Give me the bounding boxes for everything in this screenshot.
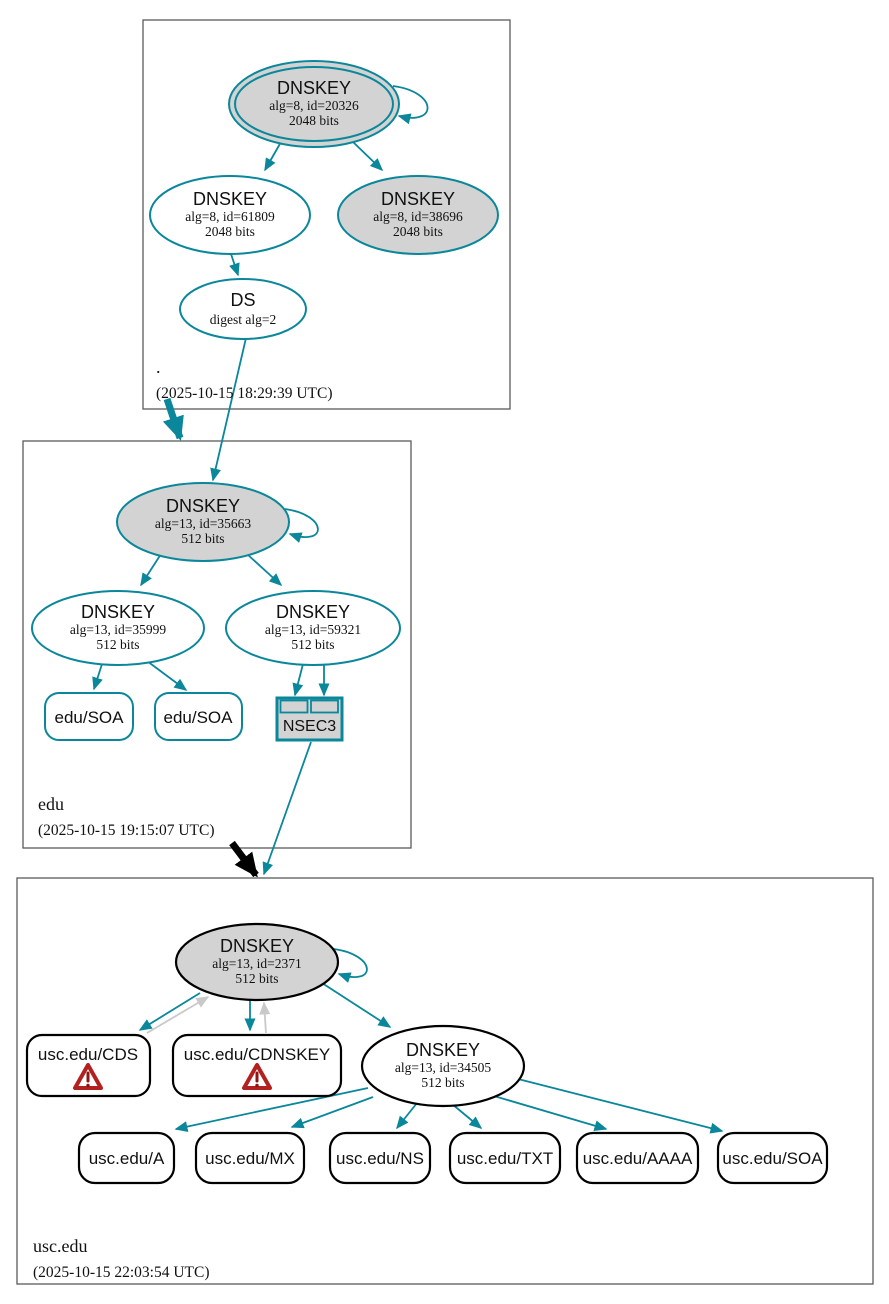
edge-edu-ksk-to-zsk2	[246, 553, 283, 587]
edge-uscedu-zsk-to-ns	[396, 1102, 418, 1130]
svg-text:usc.edu/CDNSKEY: usc.edu/CDNSKEY	[184, 1045, 330, 1064]
uscedu-ksk-node[interactable]: DNSKEY alg=13, id=2371 512 bits	[174, 922, 340, 1002]
svg-text:512 bits: 512 bits	[235, 971, 278, 986]
svg-text:alg=8, id=61809: alg=8, id=61809	[185, 209, 275, 224]
edge-uscedu-ksk-to-cds	[138, 992, 201, 1031]
zone-label-uscedu: usc.edu	[33, 1236, 87, 1256]
svg-text:2048 bits: 2048 bits	[205, 224, 255, 239]
svg-text:DNSKEY: DNSKEY	[276, 602, 350, 622]
edge-edu-zsk1-to-soa2	[146, 660, 188, 691]
uscedu-rrset-ns-node[interactable]: usc.edu/NS	[328, 1131, 432, 1185]
svg-text:alg=13, id=34505: alg=13, id=34505	[395, 1060, 491, 1075]
zone-box-uscedu	[16, 877, 874, 1285]
edge-edu-zsk1-to-soa1	[92, 663, 103, 691]
edge-uscedu-zsk-to-soa	[517, 1078, 724, 1134]
uscedu-cdnskey-node[interactable]: usc.edu/CDNSKEY	[171, 1033, 343, 1098]
zone-box-root	[142, 19, 511, 410]
edu-ksk-self-loop-icon	[284, 508, 319, 543]
svg-text:2048 bits: 2048 bits	[393, 224, 443, 239]
uscedu-rrset-aaaa-node[interactable]: usc.edu/AAAA	[575, 1131, 700, 1185]
uscedu-cds-node[interactable]: usc.edu/CDS	[25, 1033, 152, 1098]
edu-soa2-node[interactable]: edu/SOA	[154, 692, 243, 741]
svg-text:2048 bits: 2048 bits	[289, 113, 339, 128]
svg-text:NSEC3: NSEC3	[283, 718, 336, 735]
svg-text:alg=13, id=35999: alg=13, id=35999	[70, 622, 166, 637]
svg-text:DNSKEY: DNSKEY	[406, 1040, 480, 1060]
svg-text:alg=13, id=2371: alg=13, id=2371	[212, 956, 301, 971]
zone-label-root: .	[156, 357, 161, 377]
edge-uscedu-zsk-to-a	[174, 1087, 369, 1132]
svg-text:usc.edu/TXT: usc.edu/TXT	[457, 1149, 553, 1168]
edge-uscedu-zsk-to-mx	[290, 1096, 374, 1129]
zone-box-edu	[22, 440, 412, 849]
warning-icon	[242, 1063, 272, 1090]
zone-label-edu: edu	[38, 794, 64, 814]
uscedu-zsk-node[interactable]: DNSKEY alg=13, id=34505 512 bits	[360, 1024, 526, 1108]
svg-text:DNSKEY: DNSKEY	[277, 78, 351, 98]
zone-root: DNSKEY alg=8, id=20326 2048 bits DNSKEY …	[149, 60, 499, 402]
uscedu-rrset-soa-node[interactable]: usc.edu/SOA	[716, 1131, 829, 1185]
svg-text:512 bits: 512 bits	[96, 637, 139, 652]
zone-timestamp-root: (2025-10-15 18:29:39 UTC)	[156, 385, 333, 402]
edge-root-ksk-to-zsk	[264, 141, 282, 172]
zone-uscedu: DNSKEY alg=13, id=2371 512 bits usc.edu/…	[25, 922, 829, 1281]
edu-soa1-node[interactable]: edu/SOA	[44, 692, 134, 741]
svg-text:DNSKEY: DNSKEY	[81, 602, 155, 622]
svg-text:alg=8, id=38696: alg=8, id=38696	[373, 209, 463, 224]
zone-timestamp-edu: (2025-10-15 19:15:07 UTC)	[38, 822, 215, 839]
svg-text:512 bits: 512 bits	[421, 1075, 464, 1090]
svg-text:alg=8, id=20326: alg=8, id=20326	[269, 98, 359, 113]
uscedu-ksk-self-loop-icon	[333, 948, 368, 983]
delegation-arrow-root-to-edu	[162, 397, 184, 441]
edu-nsec3-node[interactable]: NSEC3	[275, 696, 344, 742]
edge-edu-nsec3-to-uscedu	[262, 741, 312, 876]
svg-text:edu/SOA: edu/SOA	[164, 708, 234, 727]
edu-zsk2-node[interactable]: DNSKEY alg=13, id=59321 512 bits	[225, 590, 401, 666]
edge-uscedu-zsk-to-aaaa	[493, 1095, 608, 1132]
root-zsk-node[interactable]: DNSKEY alg=8, id=61809 2048 bits	[149, 175, 311, 255]
svg-text:usc.edu/AAAA: usc.edu/AAAA	[583, 1149, 693, 1168]
svg-text:usc.edu/NS: usc.edu/NS	[336, 1149, 424, 1168]
warning-icon	[73, 1063, 103, 1090]
edge-uscedu-ksk-to-zsk	[321, 982, 392, 1028]
svg-text:DNSKEY: DNSKEY	[381, 189, 455, 209]
uscedu-rrset-a-node[interactable]: usc.edu/A	[77, 1131, 176, 1185]
svg-text:512 bits: 512 bits	[181, 531, 224, 546]
edge-uscedu-cdnskey-to-ksk	[259, 1001, 271, 1034]
edge-root-ksk-to-standby	[351, 140, 384, 172]
edge-edu-zsk2-to-nsec3-a	[292, 663, 304, 697]
zone-edu: DNSKEY alg=13, id=35663 512 bits DNSKEY …	[31, 482, 401, 839]
svg-text:DNSKEY: DNSKEY	[220, 936, 294, 956]
svg-text:usc.edu/CDS: usc.edu/CDS	[38, 1045, 138, 1064]
root-ksk-self-loop-icon	[392, 85, 429, 125]
delegation-arrow-edu-to-uscedu	[229, 840, 259, 878]
svg-text:DNSKEY: DNSKEY	[166, 496, 240, 516]
svg-text:alg=13, id=35663: alg=13, id=35663	[155, 516, 251, 531]
edge-uscedu-cds-to-ksk	[146, 996, 210, 1034]
svg-text:alg=13, id=59321: alg=13, id=59321	[265, 622, 361, 637]
svg-text:DS: DS	[230, 290, 255, 310]
root-ksk-node[interactable]: DNSKEY alg=8, id=20326 2048 bits	[228, 60, 400, 148]
zone-timestamp-uscedu: (2025-10-15 22:03:54 UTC)	[33, 1264, 210, 1281]
svg-text:edu/SOA: edu/SOA	[55, 708, 125, 727]
root-ds-node[interactable]: DS digest alg=2	[179, 278, 307, 340]
root-standby-key-node[interactable]: DNSKEY alg=8, id=38696 2048 bits	[337, 175, 499, 255]
uscedu-rrset-txt-node[interactable]: usc.edu/TXT	[448, 1131, 562, 1185]
svg-text:usc.edu/A: usc.edu/A	[89, 1149, 165, 1168]
svg-text:512 bits: 512 bits	[291, 637, 334, 652]
svg-text:usc.edu/MX: usc.edu/MX	[205, 1149, 295, 1168]
edge-root-zsk-to-ds	[229, 253, 240, 277]
svg-text:DNSKEY: DNSKEY	[193, 189, 267, 209]
edu-zsk1-node[interactable]: DNSKEY alg=13, id=35999 512 bits	[31, 590, 205, 666]
svg-text:usc.edu/SOA: usc.edu/SOA	[722, 1149, 823, 1168]
edge-root-ds-to-edu-ksk	[210, 337, 247, 482]
uscedu-rrset-mx-node[interactable]: usc.edu/MX	[194, 1131, 306, 1185]
svg-text:digest alg=2: digest alg=2	[210, 312, 276, 327]
edge-edu-ksk-to-zsk1	[140, 553, 162, 587]
edge-uscedu-zsk-to-txt	[451, 1103, 483, 1129]
edu-ksk-node[interactable]: DNSKEY alg=13, id=35663 512 bits	[116, 482, 290, 562]
